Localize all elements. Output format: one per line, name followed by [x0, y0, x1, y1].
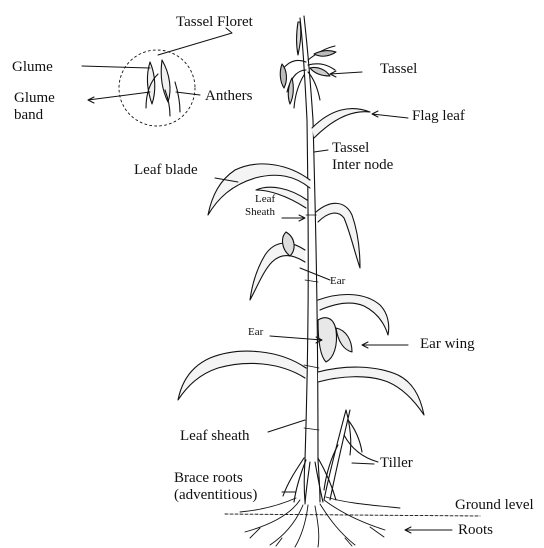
label-brace-roots: Brace roots (adventitious) [174, 470, 257, 504]
label-brace-roots-line1: Brace roots [174, 470, 257, 487]
label-glume-band: Glume band [14, 90, 55, 124]
floret-inset [119, 50, 195, 126]
label-tassel-internode: Tassel Inter node [332, 140, 393, 174]
label-ground-level: Ground level [455, 497, 534, 514]
label-glume-band-line2: band [14, 107, 55, 124]
label-flag-leaf: Flag leaf [412, 108, 465, 125]
label-glume-band-line1: Glume [14, 90, 55, 107]
label-tassel-internode-line1: Tassel [332, 140, 393, 157]
label-anthers: Anthers [205, 88, 253, 105]
label-leaf-sheath: Leaf sheath [180, 428, 250, 445]
label-ear-lower: Ear [248, 326, 263, 339]
label-leaf-blade: Leaf blade [134, 162, 198, 179]
roots [240, 497, 400, 547]
label-tassel-internode-line2: Inter node [332, 157, 393, 174]
label-leaf-sheath-small-line2: Sheath [245, 206, 275, 219]
label-brace-roots-line2: (adventitious) [174, 487, 257, 504]
tassel [280, 16, 336, 120]
label-tiller: Tiller [380, 455, 413, 472]
label-roots: Roots [458, 522, 493, 539]
label-ear-wing: Ear wing [420, 336, 475, 353]
ground-line [225, 514, 480, 516]
label-leaf-sheath-small: Leaf Sheath [245, 193, 275, 219]
label-leaf-sheath-small-line1: Leaf [245, 193, 275, 206]
label-tassel-floret: Tassel Floret [176, 14, 253, 31]
label-ear-upper: Ear [330, 275, 345, 288]
label-glume: Glume [12, 59, 53, 76]
label-tassel: Tassel [380, 61, 417, 78]
